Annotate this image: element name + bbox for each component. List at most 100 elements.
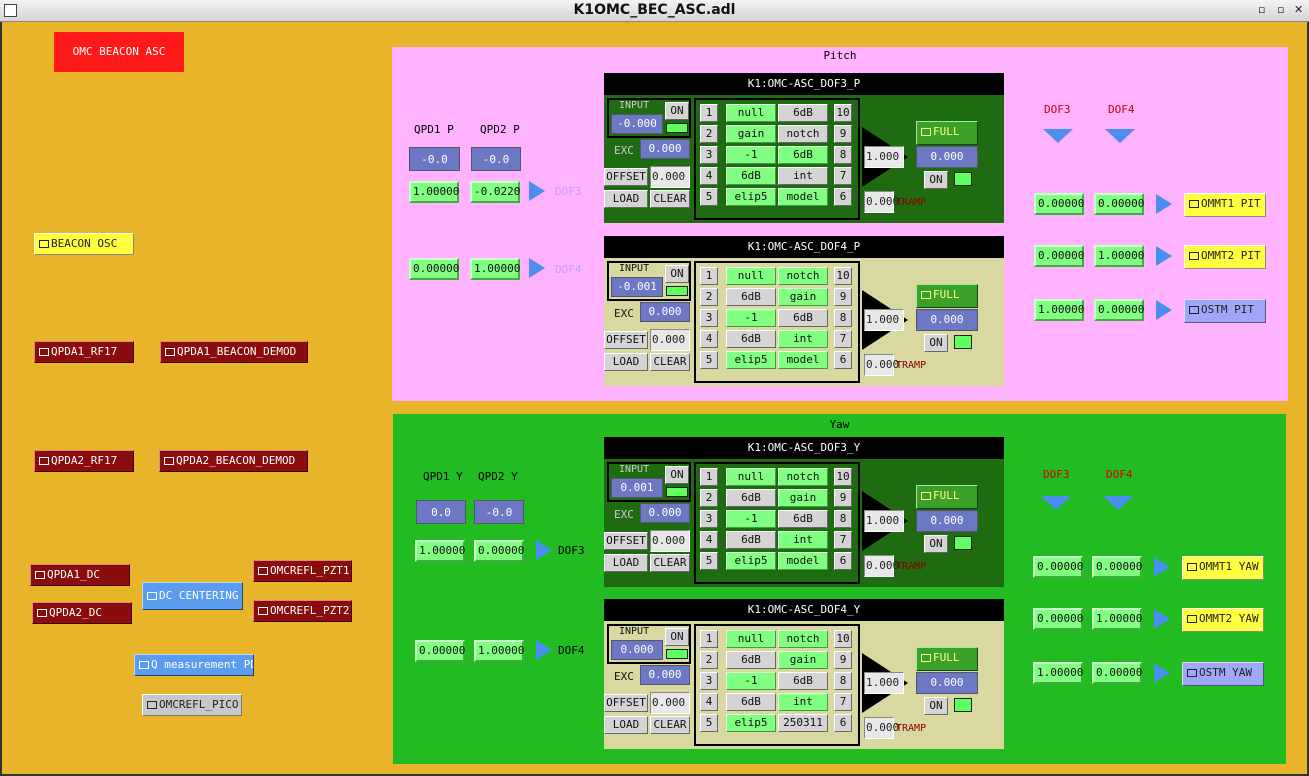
offset-entry[interactable]: 0.000 [650,329,690,351]
filter-btn-1[interactable]: null [726,267,776,285]
yaw-matrix-21[interactable]: 0.00000 [415,640,465,662]
filter-num-3[interactable]: 3 [700,146,718,164]
filter-num-7[interactable]: 7 [834,693,852,711]
filter-num-1[interactable]: 1 [700,104,718,122]
filter-num-9[interactable]: 9 [834,489,852,507]
filter-num-3[interactable]: 3 [700,510,718,528]
filter-num-8[interactable]: 8 [834,309,852,327]
offset-button[interactable]: OFFSET [604,694,648,712]
qpda2-rf17-button[interactable]: QPDA2_RF17 [34,450,134,472]
filter-num-2[interactable]: 2 [700,125,718,143]
gain-entry[interactable]: 1.000 [864,672,904,694]
filter-btn-1[interactable]: null [726,468,776,486]
filter-btn-4[interactable]: 6dB [726,167,776,185]
yaw-out-matrix-11[interactable]: 0.00000 [1033,556,1083,578]
minimize-icon[interactable]: ▫ [1258,3,1266,16]
filter-btn-2[interactable]: 6dB [726,288,776,306]
filter-btn-1[interactable]: null [726,630,776,648]
filter-num-5[interactable]: 5 [700,552,718,570]
filter-btn-8[interactable]: 6dB [778,510,828,528]
tramp-entry[interactable]: 0.000 [864,717,899,739]
gain-entry[interactable]: 1.000 [864,510,904,532]
filter-btn-5[interactable]: elip5 [726,552,776,570]
output-on-button[interactable]: ON [924,171,948,189]
input-on-button[interactable]: ON [665,102,689,120]
qpda2-beacon-demod-button[interactable]: QPDA2_BEACON_DEMOD [159,450,308,472]
filter-num-6[interactable]: 6 [834,188,852,206]
filter-num-3[interactable]: 3 [700,672,718,690]
filter-num-8[interactable]: 8 [834,510,852,528]
qpda2-dc-button[interactable]: QPDA2_DC [32,602,132,624]
beacon-osc-button[interactable]: BEACON OSC [34,233,134,255]
pitch-out-button-2[interactable]: OMMT2 PIT [1184,245,1266,269]
filter-num-2[interactable]: 2 [700,489,718,507]
qpda1-dc-button[interactable]: QPDA1_DC [30,564,130,586]
input-on-button[interactable]: ON [665,628,689,646]
filter-btn-4[interactable]: 6dB [726,330,776,348]
filter-btn-2[interactable]: 6dB [726,651,776,669]
filter-num-2[interactable]: 2 [700,651,718,669]
load-button[interactable]: LOAD [604,190,648,208]
yaw-matrix-11[interactable]: 1.00000 [415,540,465,562]
filter-num-4[interactable]: 4 [700,531,718,549]
filter-btn-6[interactable]: notch [778,468,828,486]
output-on-button[interactable]: ON [924,535,948,553]
gain-entry[interactable]: 1.000 [864,309,904,331]
input-on-button[interactable]: ON [665,265,689,283]
filter-num-4[interactable]: 4 [700,330,718,348]
filter-num-2[interactable]: 2 [700,288,718,306]
yaw-out-matrix-31[interactable]: 1.00000 [1033,662,1083,684]
dc-centering-button[interactable]: DC CENTERING [142,582,243,610]
filter-num-7[interactable]: 7 [834,330,852,348]
window-menu-icon[interactable] [4,4,17,17]
pitch-out-button-3[interactable]: OSTM PIT [1184,299,1266,323]
offset-button[interactable]: OFFSET [604,331,648,349]
filter-btn-1[interactable]: null [726,104,776,122]
output-on-button[interactable]: ON [924,334,948,352]
omcrefl-pzt2-button[interactable]: OMCREFL_PZT2 [253,600,352,622]
pitch-out-matrix-12[interactable]: 0.00000 [1094,193,1144,215]
filter-num-9[interactable]: 9 [834,651,852,669]
pitch-matrix-21[interactable]: 0.00000 [409,258,459,280]
filter-btn-7[interactable]: gain [778,651,828,669]
filter-btn-9[interactable]: int [778,693,828,711]
filter-num-7[interactable]: 7 [834,167,852,185]
filter-btn-8[interactable]: 6dB [778,672,828,690]
filter-btn-3[interactable]: -1 [726,510,776,528]
filter-btn-8[interactable]: 6dB [778,309,828,327]
gain-entry[interactable]: 1.000 [864,146,904,168]
filter-btn-7[interactable]: notch [778,125,828,143]
pitch-matrix-12[interactable]: -0.0220 [470,181,520,203]
filter-btn-3[interactable]: -1 [726,146,776,164]
output-on-button[interactable]: ON [924,697,948,715]
filter-num-5[interactable]: 5 [700,188,718,206]
pitch-out-matrix-21[interactable]: 0.00000 [1034,245,1084,267]
filter-num-6[interactable]: 6 [834,351,852,369]
close-icon[interactable]: ✕ [1294,3,1304,16]
pitch-matrix-22[interactable]: 1.00000 [470,258,520,280]
filter-num-4[interactable]: 4 [700,167,718,185]
load-button[interactable]: LOAD [604,716,648,734]
filter-num-10[interactable]: 10 [834,104,852,122]
filter-btn-6[interactable]: notch [778,267,828,285]
filter-num-1[interactable]: 1 [700,630,718,648]
filter-btn-6[interactable]: 6dB [778,104,828,122]
load-button[interactable]: LOAD [604,554,648,572]
full-button[interactable]: FULL [916,647,978,671]
filter-num-9[interactable]: 9 [834,288,852,306]
yaw-out-button-3[interactable]: OSTM YAW [1182,662,1264,686]
filter-btn-2[interactable]: gain [726,125,776,143]
q-measurement-pds-button[interactable]: Q measurement PDs [134,654,254,676]
load-button[interactable]: LOAD [604,353,648,371]
omcrefl-pzt1-button[interactable]: OMCREFL_PZT1 [253,560,352,582]
filter-btn-8[interactable]: 6dB [778,146,828,164]
filter-btn-9[interactable]: int [778,330,828,348]
filter-btn-6[interactable]: notch [778,630,828,648]
filter-num-10[interactable]: 10 [834,630,852,648]
offset-button[interactable]: OFFSET [604,532,648,550]
filter-num-6[interactable]: 6 [834,714,852,732]
filter-btn-10[interactable]: model [778,351,828,369]
filter-num-9[interactable]: 9 [834,125,852,143]
filter-btn-3[interactable]: -1 [726,309,776,327]
offset-entry[interactable]: 0.000 [650,166,690,188]
